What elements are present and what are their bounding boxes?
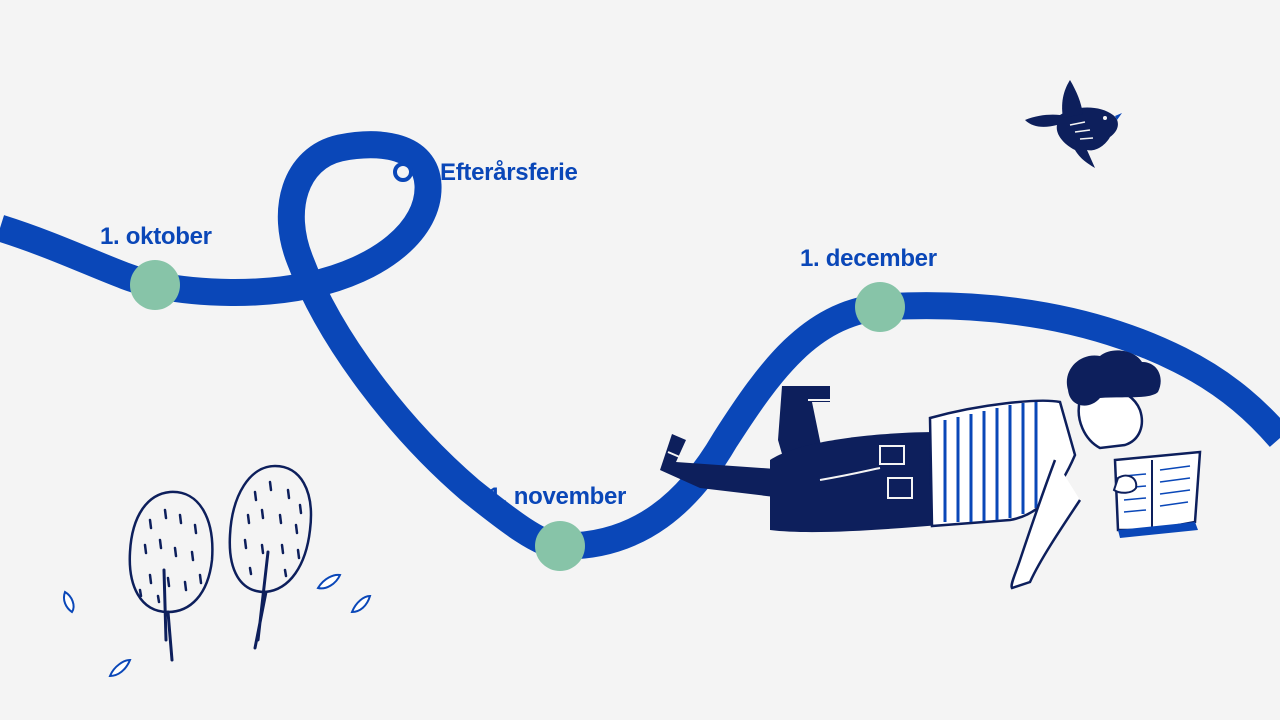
milestone-label-efterarsferie: Efterårsferie [440, 159, 578, 186]
timeline-path [0, 131, 1280, 560]
milestone-dot-november [535, 521, 585, 571]
loop-end-marker [393, 162, 413, 182]
milestone-dot-oktober [130, 260, 180, 310]
tree-icon-right [228, 464, 313, 650]
person-reading-icon [660, 350, 1202, 590]
bird-icon [1025, 80, 1122, 168]
milestone-dot-december [855, 282, 905, 332]
tree-icon-left [128, 490, 214, 662]
milestone-label-december: 1. december [800, 245, 937, 272]
leaf-icon [62, 573, 372, 678]
milestone-label-november: 1. november [488, 483, 626, 510]
milestone-label-oktober: 1. oktober [100, 223, 212, 250]
